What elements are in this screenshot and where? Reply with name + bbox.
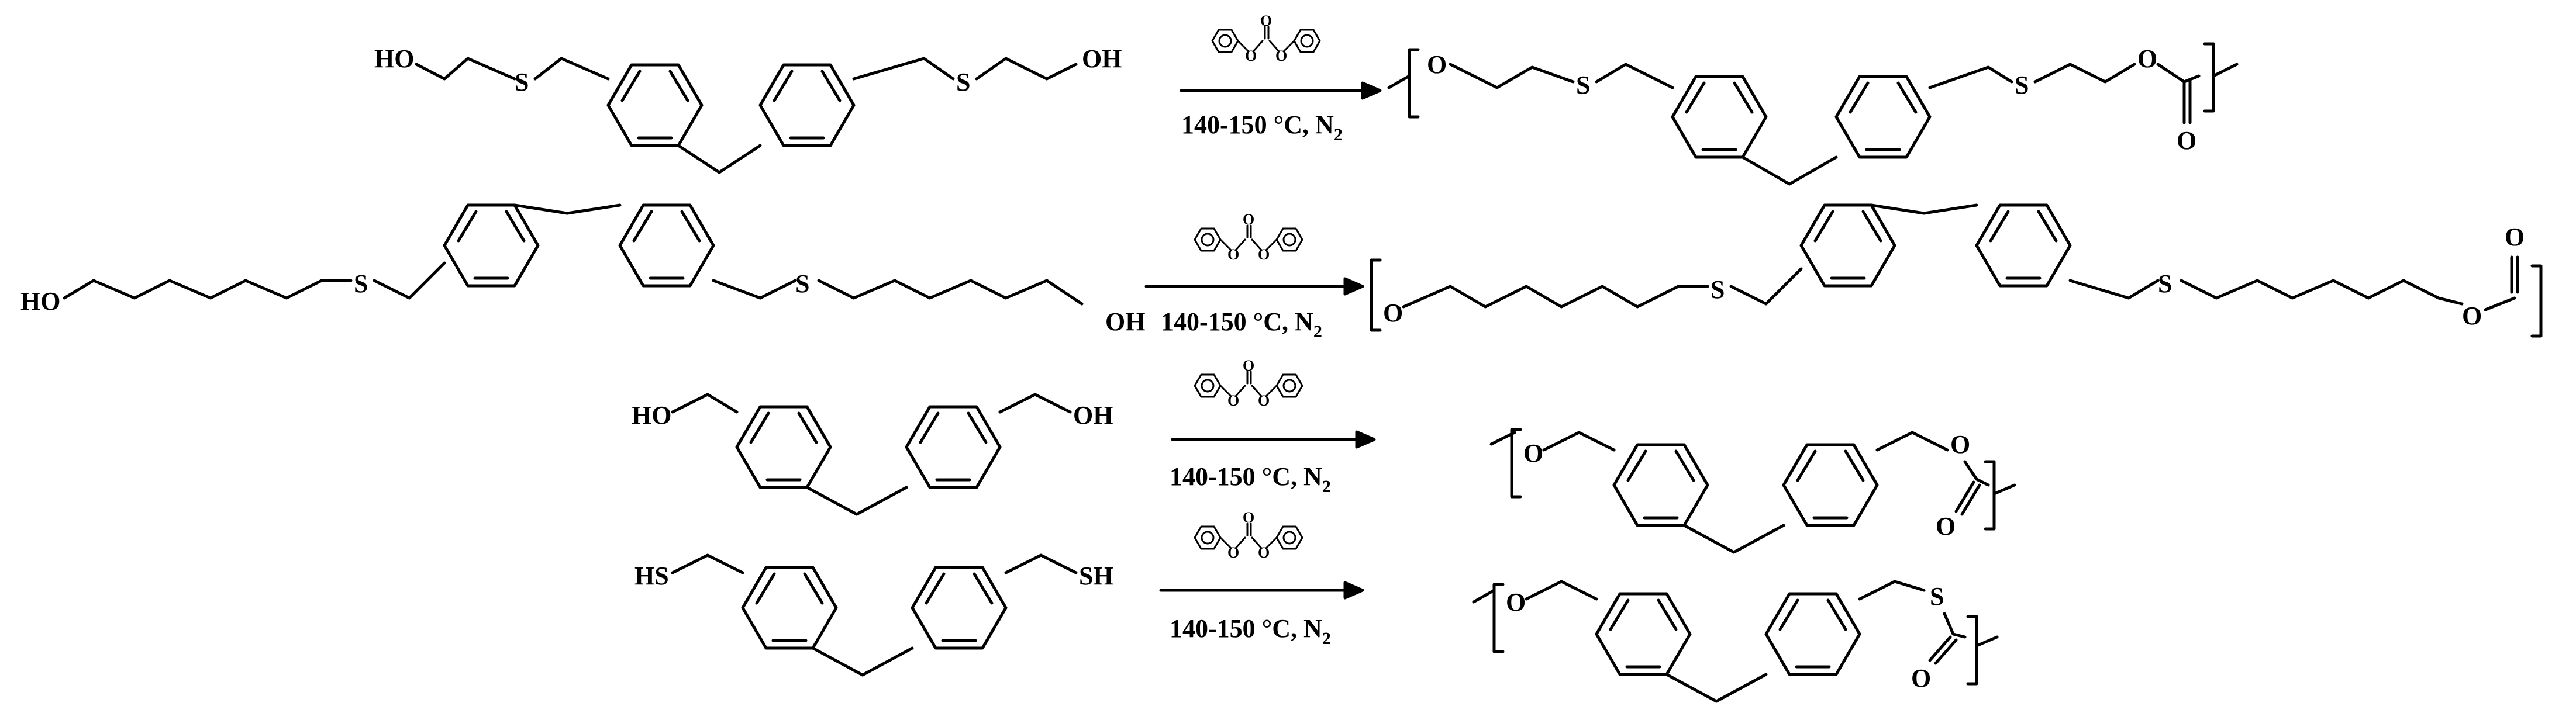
polymer-product-2: O S S O O — [1370, 203, 2543, 338]
reaction-conditions: 140-150 °C, N2 — [1181, 110, 1343, 144]
polymer-product-3: O O O — [1489, 428, 2016, 554]
hydroxyl-label: HO — [20, 287, 60, 316]
hydroxyl-label: OH — [1105, 307, 1145, 336]
oxygen-label: O — [1427, 50, 1447, 79]
sulfur-label: S — [795, 269, 809, 298]
sulfur-label: S — [2015, 71, 2029, 99]
sulfur-label: S — [354, 269, 368, 298]
thiol-label: HS — [634, 562, 669, 590]
sulfur-label: S — [1576, 71, 1590, 99]
reactant-2: HO S S OH — [20, 203, 1145, 336]
oxygen-label: O — [1936, 512, 1956, 541]
oxygen-label: O — [1506, 588, 1526, 617]
oxygen-label: O — [2177, 126, 2196, 155]
oxygen-label: O — [2505, 223, 2525, 251]
reactant-3: HO OH — [632, 393, 1113, 516]
reactant-1: HO S S OH — [374, 44, 1122, 174]
reaction-conditions: 140-150 °C, N2 — [1170, 462, 1331, 496]
oxygen-label: O — [2137, 44, 2157, 73]
reaction-arrow-3: 140-150 °C, N2 — [1170, 357, 1376, 496]
oxygen-label: O — [1911, 664, 1931, 693]
sulfur-label: S — [1930, 582, 1944, 611]
reaction-row-3: HO OH 140-150 °C, N2 O O — [632, 357, 2016, 554]
reaction-row-4: HS SH 140-150 °C, N2 O S — [634, 509, 1999, 703]
sulfur-label: S — [1711, 275, 1725, 304]
sulfur-label: S — [515, 68, 529, 96]
reaction-arrow-2: 140-150 °C, N2 — [1144, 211, 1364, 341]
reaction-arrow-4: 140-150 °C, N2 — [1159, 509, 1364, 648]
hydroxyl-label: HO — [374, 44, 414, 73]
reaction-conditions: 140-150 °C, N2 — [1161, 307, 1322, 341]
oxygen-label: O — [1383, 299, 1403, 327]
reaction-conditions: 140-150 °C, N2 — [1170, 614, 1331, 648]
oxygen-label: O — [1950, 430, 1970, 459]
hydroxyl-label: OH — [1073, 401, 1113, 430]
reaction-row-2: HO S S OH 140-150 °C, N2 O S — [20, 203, 2543, 341]
hydroxyl-label: OH — [1082, 44, 1122, 73]
sulfur-label: S — [956, 68, 970, 96]
polymer-product-1: O S S O O — [1387, 42, 2239, 186]
reaction-arrow-1: 140-150 °C, N2 — [1180, 12, 1382, 144]
polymer-product-4: O S O — [1472, 580, 1999, 703]
oxygen-label: O — [2462, 302, 2482, 330]
hydroxyl-label: HO — [632, 401, 671, 430]
reactant-4: HS SH — [634, 553, 1113, 677]
thiol-label: SH — [1079, 562, 1113, 590]
sulfur-label: S — [2158, 269, 2172, 298]
reaction-row-1: HO S S OH 140-150 °C, N2 O S — [374, 12, 2239, 186]
oxygen-label: O — [1523, 439, 1543, 468]
